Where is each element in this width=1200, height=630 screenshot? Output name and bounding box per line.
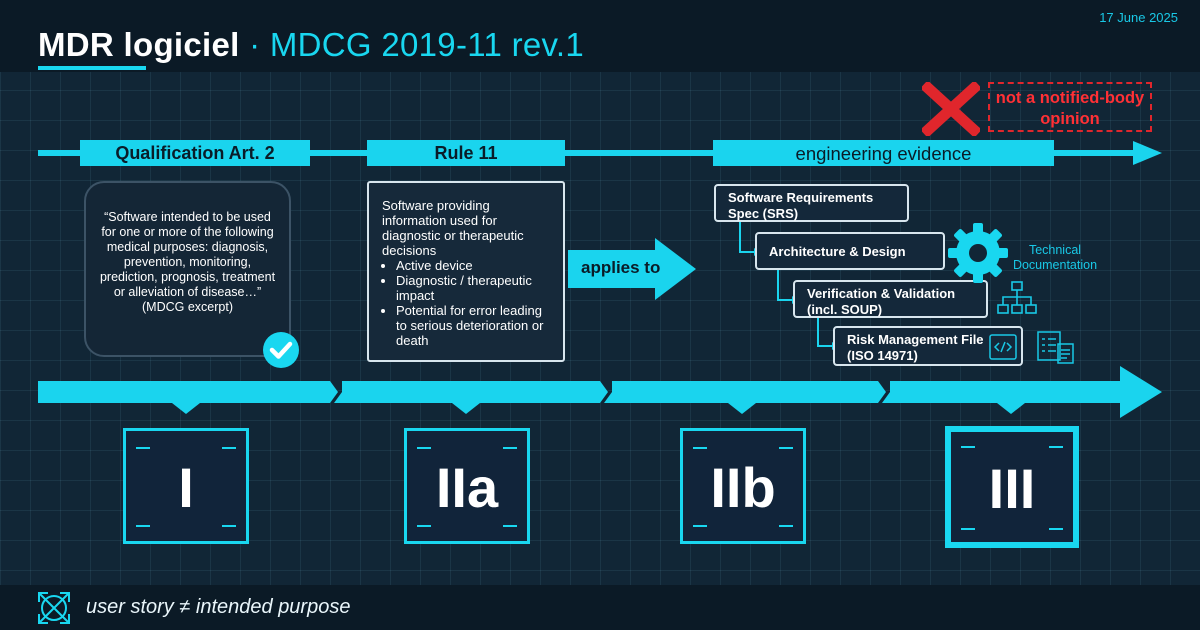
checkmark-icon <box>263 332 299 368</box>
class-label-iii: III <box>988 457 1036 520</box>
title-main-text: MDR logiciel <box>38 26 240 63</box>
qualification-card: “Software intended to be used for one or… <box>84 181 291 357</box>
technical-documentation-label: Technical Documentation <box>1012 243 1098 272</box>
band-evidence: engineering evidence <box>713 140 1054 166</box>
rule-criteria-list: Active device Diagnostic / therapeutic i… <box>382 258 553 348</box>
class-box-i: I <box>123 428 249 544</box>
doc-architecture: Architecture & Design <box>755 232 945 270</box>
applies-to-arrow <box>568 238 696 300</box>
rule-criterion: Potential for error leading to serious d… <box>396 303 553 348</box>
red-x-icon <box>922 82 980 136</box>
connector-srs-arch <box>739 222 754 253</box>
rule-card: Software providing information used for … <box>367 181 565 362</box>
connector-arch-vv <box>777 270 792 301</box>
class-box-iia: IIa <box>404 428 530 544</box>
pointer-class-iii <box>997 403 1025 414</box>
pointer-class-iia <box>452 403 480 414</box>
doc-srs: Software Requirements Spec (SRS) <box>714 184 909 222</box>
top-timeline-arrowhead <box>1133 141 1162 165</box>
connector-vv-risk <box>817 318 832 347</box>
code-icon <box>989 334 1017 360</box>
band-rule: Rule 11 <box>367 140 565 166</box>
class-label-iib: IIb <box>710 456 776 519</box>
gear-icon <box>948 223 1008 283</box>
doc-verification: Verification & Validation (incl. SOUP) <box>793 280 988 318</box>
header-band <box>0 0 1200 72</box>
title-subtitle: · MDCG 2019-11 rev.1 <box>239 26 584 63</box>
class-label-i: I <box>178 456 194 519</box>
class-chevron-3 <box>604 381 886 403</box>
band-qualification: Qualification Art. 2 <box>80 140 310 166</box>
rule-intro: Software providing information used for … <box>382 198 524 258</box>
disclaimer-note: not a notified-body opinion <box>988 82 1152 132</box>
qualification-source: (MDCG excerpt) <box>142 300 233 314</box>
class-label-iia: IIa <box>435 456 499 519</box>
class-chevron-2 <box>334 381 608 403</box>
pointer-class-i <box>172 403 200 414</box>
date-label: 17 June 2025 <box>1099 10 1178 25</box>
rule-criterion: Active device <box>396 258 553 273</box>
class-box-iii: III <box>945 426 1079 548</box>
hierarchy-icon <box>997 281 1037 314</box>
pointer-class-iib <box>728 403 756 414</box>
class-box-iib: IIb <box>680 428 806 544</box>
footer-band <box>0 585 1200 630</box>
class-chevron-4 <box>882 366 1162 418</box>
top-timeline-line <box>38 150 1138 156</box>
title-underline <box>38 66 146 70</box>
applies-to-label: applies to <box>581 258 661 277</box>
page-title: MDR logiciel · MDCG 2019-11 rev.1 <box>38 26 584 64</box>
checklist-icon <box>1037 331 1074 364</box>
qualification-quote: “Software intended to be used for one or… <box>99 210 276 299</box>
footer-caption: user story ≠ intended purpose <box>86 596 351 618</box>
rule-criterion: Diagnostic / therapeutic impact <box>396 273 553 303</box>
crossed-circle-icon <box>38 592 70 624</box>
class-chevron-1 <box>38 381 338 403</box>
